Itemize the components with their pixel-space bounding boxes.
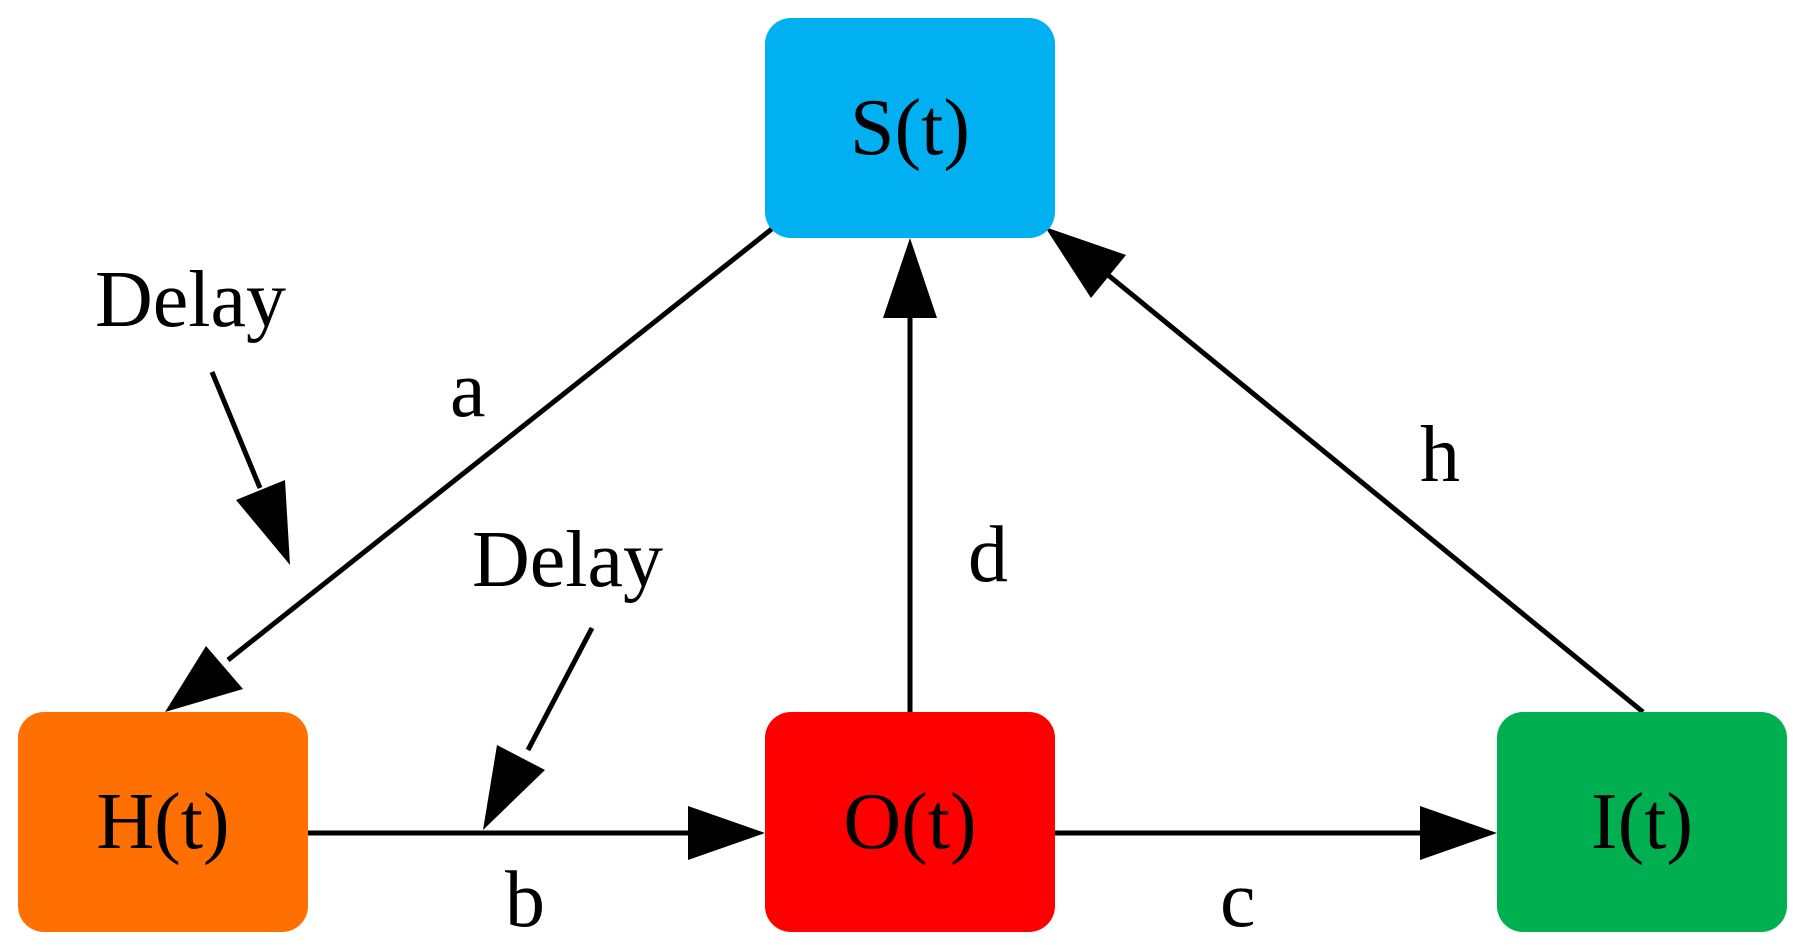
node-s: S(t) xyxy=(765,18,1055,238)
node-i-label: I(t) xyxy=(1590,778,1694,866)
delay-annotation-1: Delay xyxy=(95,256,287,344)
delay-annotation-2: Delay xyxy=(472,516,664,604)
edge-h-label: h xyxy=(1420,411,1460,499)
edge-a-label: a xyxy=(450,346,486,434)
edge-c-label: c xyxy=(1220,856,1256,944)
delay-pointer-2-arrowhead xyxy=(483,745,545,830)
edge-b-label: b xyxy=(505,856,545,944)
node-o-label: O(t) xyxy=(843,778,977,866)
edge-a-line xyxy=(226,226,775,662)
edge-c-arrowhead xyxy=(1420,806,1497,860)
node-h: H(t) xyxy=(18,712,308,932)
delay-pointer-1-arrowhead xyxy=(236,480,290,565)
edge-h-line xyxy=(1106,273,1645,714)
edge-b-arrowhead xyxy=(688,806,765,860)
node-h-label: H(t) xyxy=(96,778,230,866)
node-o: O(t) xyxy=(765,712,1055,932)
delay-pointer-1-line xyxy=(209,371,263,489)
edge-d-arrowhead xyxy=(883,238,937,318)
edge-h-arrowhead xyxy=(1045,227,1126,298)
node-i: I(t) xyxy=(1497,712,1787,932)
edge-d-label: d xyxy=(968,511,1008,599)
delay-pointer-2-line xyxy=(525,626,595,752)
node-s-label: S(t) xyxy=(850,84,970,172)
edge-a-arrowhead xyxy=(165,646,243,712)
